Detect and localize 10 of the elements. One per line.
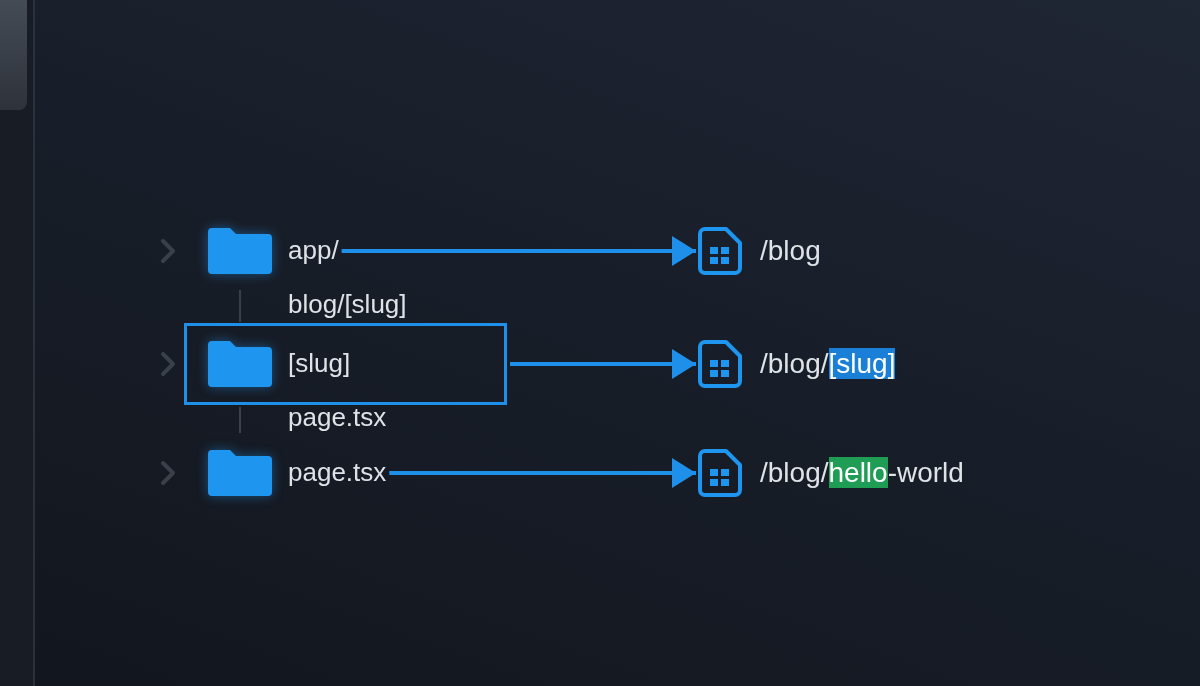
arrow [510,349,696,379]
folder-name: [slug] [288,349,351,379]
folder-name: page.tsx [288,458,387,488]
route-path: /blog [760,234,821,268]
folder-name: app/ [288,236,339,266]
arrow [341,236,696,266]
arrow [389,458,696,488]
tree-label: blog/[slug] [288,290,407,320]
tree-label: page.tsx [288,403,387,433]
selection-box [184,323,507,405]
